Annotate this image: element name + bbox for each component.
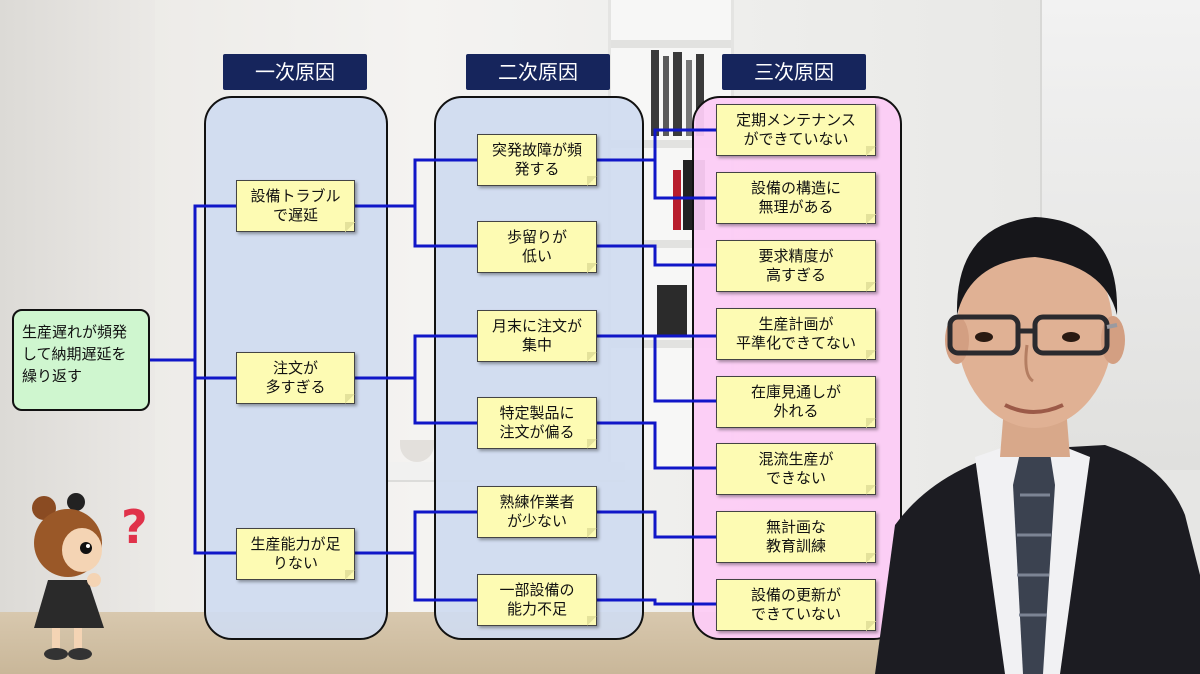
tertiary-cause-note: 混流生産が できない: [716, 443, 876, 495]
tertiary-cause-note: 在庫見通しが 外れる: [716, 376, 876, 428]
primary-cause-note: 設備トラブル で遅延: [236, 180, 355, 232]
tertiary-cause-note: 設備の構造に 無理がある: [716, 172, 876, 224]
primary-cause-note: 生産能力が足 りない: [236, 528, 355, 580]
tertiary-cause-note: 要求精度が 高すぎる: [716, 240, 876, 292]
background-bowl: [400, 440, 434, 462]
secondary-cause-note: 熟練作業者 が少ない: [477, 486, 597, 538]
secondary-cause-note: 突発故障が頻 発する: [477, 134, 597, 186]
presenter-photo: [875, 217, 1200, 674]
tertiary-cause-note: 設備の更新が できていない: [716, 579, 876, 631]
secondary-cause-note: 特定製品に 注文が偏る: [477, 397, 597, 449]
thinking-girl-illustration: ?: [32, 493, 148, 660]
secondary-cause-note: 一部設備の 能力不足: [477, 574, 597, 626]
primary-cause-note: 注文が 多すぎる: [236, 352, 355, 404]
secondary-cause-note: 歩留りが 低い: [477, 221, 597, 273]
tertiary-cause-note: 定期メンテナンス ができていない: [716, 104, 876, 156]
svg-text:?: ?: [121, 500, 148, 554]
tertiary-cause-note: 生産計画が 平準化できてない: [716, 308, 876, 360]
root-problem-box: 生産遅れが頻発 して納期遅延を 繰り返す: [12, 309, 150, 411]
tertiary-cause-header: 三次原因: [722, 54, 866, 90]
primary-cause-header: 一次原因: [223, 54, 367, 90]
secondary-cause-note: 月末に注文が 集中: [477, 310, 597, 362]
tertiary-cause-note: 無計画な 教育訓練: [716, 511, 876, 563]
secondary-cause-header: 二次原因: [466, 54, 610, 90]
